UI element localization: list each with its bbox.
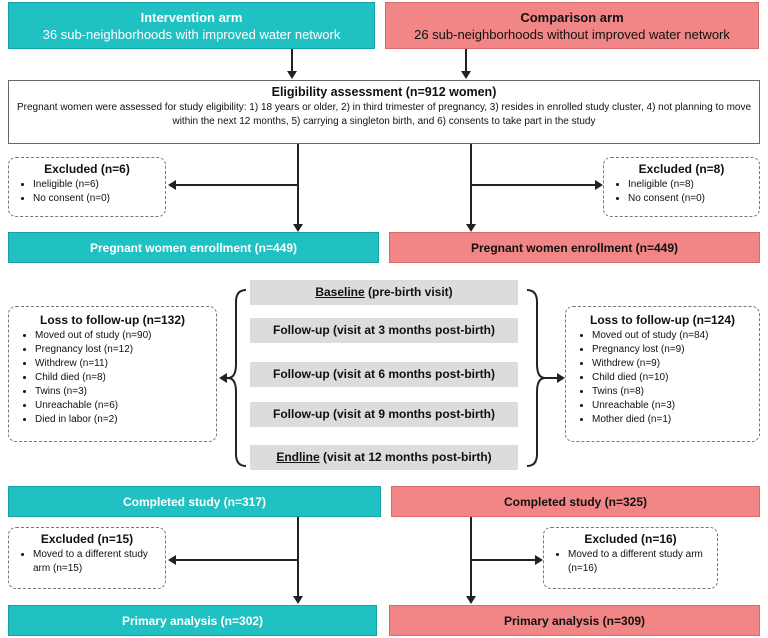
eligibility-title: Eligibility assessment (n=912 women) <box>271 85 497 99</box>
arrow-head <box>168 180 176 190</box>
comparison-excluded2-title: Excluded (n=16) <box>584 532 677 546</box>
eligibility-box: Eligibility assessment (n=912 women) Pre… <box>8 80 760 144</box>
intervention-arm-title: Intervention arm <box>140 10 243 25</box>
visit-6-months: Follow-up (visit at 6 months post-birth) <box>250 362 518 387</box>
connector <box>465 49 467 71</box>
arrow-head <box>535 555 543 565</box>
intervention-arm-box: Intervention arm 36 sub-neighborhoods wi… <box>8 2 375 49</box>
list-item: Unreachable (n=6) <box>35 399 208 413</box>
arrow-head <box>293 596 303 604</box>
visit-label: Endline <box>276 450 320 464</box>
visit-endline: Endline (visit at 12 months post-birth) <box>250 445 518 470</box>
comparison-excluded2-box: Excluded (n=16) Moved to a different stu… <box>543 527 718 589</box>
intervention-excluded2-box: Excluded (n=15) Moved to a different stu… <box>8 527 166 589</box>
intervention-arm-subtitle: 36 sub-neighborhoods with improved water… <box>42 27 341 42</box>
list-item: Child died (n=8) <box>35 371 208 385</box>
connector <box>176 184 297 186</box>
eligibility-description: Pregnant women were assessed for study e… <box>16 102 752 127</box>
intervention-enrollment-bar: Pregnant women enrollment (n=449) <box>8 232 379 263</box>
visit-detail: Follow-up (visit at 3 months post-birth) <box>273 323 495 337</box>
arrow-head <box>461 71 471 79</box>
list-item: Moved out of study (n=90) <box>35 329 208 343</box>
connector <box>297 517 299 596</box>
connector <box>471 559 535 561</box>
list-item: No consent (n=0) <box>33 192 159 206</box>
connector <box>226 377 230 379</box>
list-item: Moved to a different study arm (n=16) <box>568 548 711 576</box>
comparison-completed-bar: Completed study (n=325) <box>391 486 760 517</box>
intervention-excluded2-title: Excluded (n=15) <box>40 532 134 546</box>
connector <box>297 144 299 224</box>
list-item: Mother died (n=1) <box>592 413 751 427</box>
list-item: Twins (n=3) <box>35 385 208 399</box>
arrow-head <box>466 224 476 232</box>
arrow-head <box>293 224 303 232</box>
visit-baseline: Baseline (pre-birth visit) <box>250 280 518 305</box>
list-item: No consent (n=0) <box>628 192 753 206</box>
arrow-head <box>168 555 176 565</box>
intervention-completed-bar: Completed study (n=317) <box>8 486 381 517</box>
list-item: Ineligible (n=6) <box>33 178 159 192</box>
arrow-head <box>287 71 297 79</box>
arrow-head <box>557 373 565 383</box>
comparison-loss-title: Loss to follow-up (n=124) <box>589 313 735 327</box>
list-item: Moved out of study (n=84) <box>592 329 751 343</box>
visit-detail: Follow-up (visit at 6 months post-birth) <box>273 367 495 381</box>
arrow-head <box>595 180 603 190</box>
connector <box>471 184 595 186</box>
arrow-head <box>466 596 476 604</box>
left-brace <box>227 289 247 467</box>
connector <box>176 559 297 561</box>
visit-detail: (pre-birth visit) <box>364 285 453 299</box>
comparison-analysis-bar: Primary analysis (n=309) <box>389 605 760 636</box>
list-item: Withdrew (n=9) <box>592 357 751 371</box>
connector <box>291 49 293 71</box>
list-item: Ineligible (n=8) <box>628 178 753 192</box>
comparison-enrollment-bar: Pregnant women enrollment (n=449) <box>389 232 760 263</box>
connector <box>470 517 472 596</box>
right-brace <box>526 289 546 467</box>
list-item: Pregnancy lost (n=12) <box>35 343 208 357</box>
visit-detail: Follow-up (visit at 9 months post-birth) <box>273 407 495 421</box>
list-item: Withdrew (n=11) <box>35 357 208 371</box>
list-item: Twins (n=8) <box>592 385 751 399</box>
list-item: Died in labor (n=2) <box>35 413 208 427</box>
connector <box>545 377 557 379</box>
comparison-loss-box: Loss to follow-up (n=124) Moved out of s… <box>565 306 760 442</box>
intervention-loss-title: Loss to follow-up (n=132) <box>39 313 185 327</box>
visit-label: Baseline <box>315 285 365 299</box>
arrow-head <box>219 373 227 383</box>
comparison-excluded-box: Excluded (n=8) Ineligible (n=8) No conse… <box>603 157 760 217</box>
intervention-analysis-bar: Primary analysis (n=302) <box>8 605 377 636</box>
list-item: Unreachable (n=3) <box>592 399 751 413</box>
intervention-excluded-title: Excluded (n=6) <box>44 162 130 176</box>
comparison-arm-box: Comparison arm 26 sub-neighborhoods with… <box>385 2 759 49</box>
intervention-excluded-box: Excluded (n=6) Ineligible (n=6) No conse… <box>8 157 166 217</box>
comparison-arm-subtitle: 26 sub-neighborhoods without improved wa… <box>414 27 730 42</box>
visit-detail: (visit at 12 months post-birth) <box>319 450 492 464</box>
intervention-loss-box: Loss to follow-up (n=132) Moved out of s… <box>8 306 217 442</box>
visit-3-months: Follow-up (visit at 3 months post-birth) <box>250 318 518 343</box>
list-item: Child died (n=10) <box>592 371 751 385</box>
list-item: Moved to a different study arm (n=15) <box>33 548 159 576</box>
list-item: Pregnancy lost (n=9) <box>592 343 751 357</box>
comparison-arm-title: Comparison arm <box>520 10 624 25</box>
comparison-excluded-title: Excluded (n=8) <box>638 162 725 176</box>
visit-9-months: Follow-up (visit at 9 months post-birth) <box>250 402 518 427</box>
